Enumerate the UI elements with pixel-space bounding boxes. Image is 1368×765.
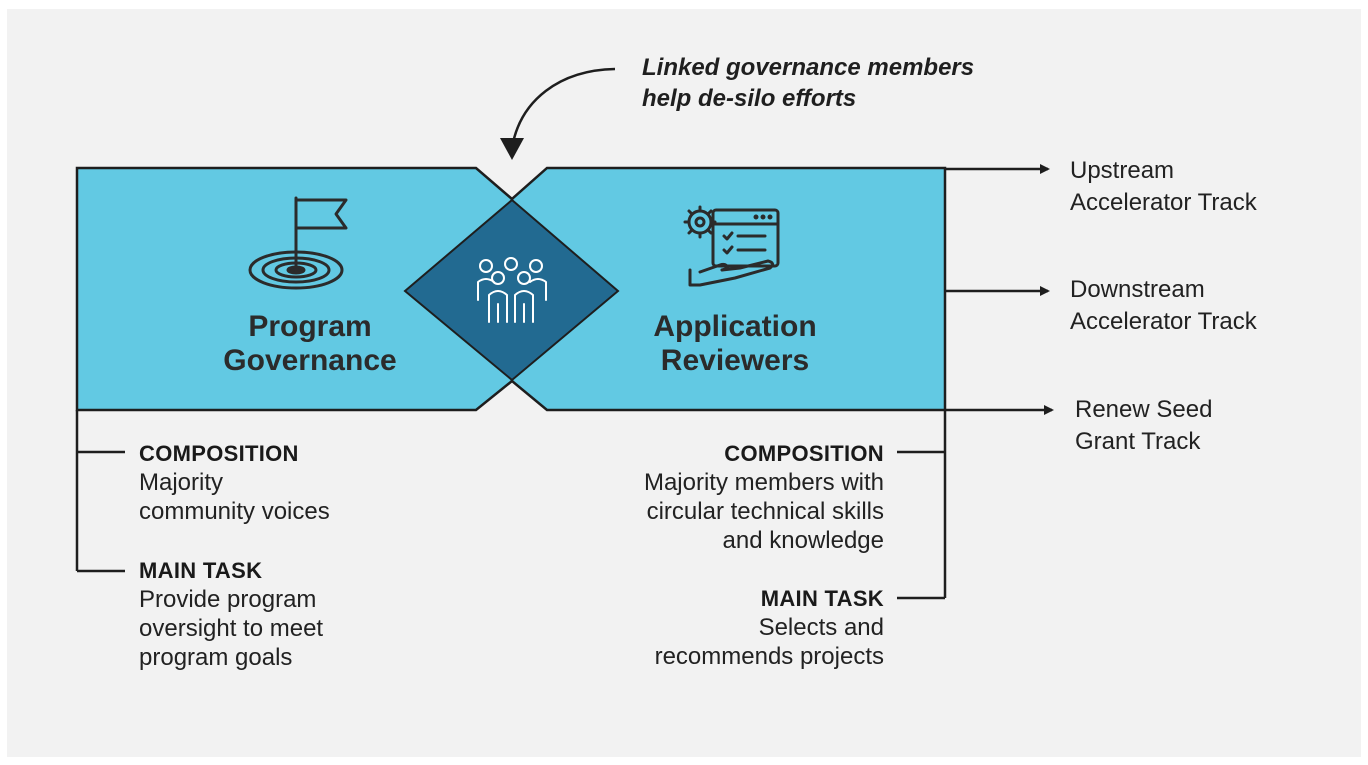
callout-arrow [510,67,616,149]
track-upstream-line-2: Accelerator Track [1070,189,1257,216]
program-governance-title-line-2: Governance [223,344,397,377]
left-task-line-1: Provide program [139,586,317,613]
track-downstream-line-2: Accelerator Track [1070,308,1257,335]
right-composition-line-3: and knowledge [722,527,884,554]
right-composition-line-2: circular technical skills [646,498,884,525]
right-composition-line-1: Majority members with [643,469,884,496]
left-composition: COMPOSITION Majority community voices [139,439,459,526]
settings-checklist-hand-icon [683,205,780,287]
right-bracket [897,410,947,600]
application-reviewers-title-line-1: Application [653,310,817,343]
program-governance-title-line-1: Program [248,310,372,343]
left-main-task: MAIN TASK Provide program oversight to m… [139,556,459,672]
people-group-icon [477,257,547,323]
callout-line-2: help de-silo efforts [642,85,857,112]
track-renew-seed: Renew Seed Grant Track [1075,394,1212,458]
left-bracket [75,410,125,573]
right-main-task: MAIN TASK Selects and recommends project… [524,584,884,671]
center-diamond [403,198,620,382]
track-renew-seed-line-2: Grant Track [1075,428,1201,455]
application-reviewers-title: Application Reviewers [600,310,870,378]
callout-line-1: Linked governance members [642,54,975,81]
track-upstream: Upstream Accelerator Track [1070,155,1257,219]
track-renew-seed-line-1: Renew Seed [1075,396,1213,423]
left-task-line-3: program goals [139,644,293,671]
callout-arrowhead [500,138,524,160]
target-flag-icon [248,196,348,290]
right-task-line-1: Selects and [758,614,884,641]
right-task-label: MAIN TASK [760,586,884,611]
callout-text: Linked governance members help de-silo e… [642,52,1062,114]
left-task-label: MAIN TASK [139,558,263,583]
left-task-line-2: oversight to meet [139,615,324,642]
left-composition-line-1: Majority [139,469,224,496]
track-downstream: Downstream Accelerator Track [1070,274,1257,338]
right-composition-label: COMPOSITION [724,441,884,466]
right-composition: COMPOSITION Majority members with circul… [524,439,884,555]
program-governance-title: Program Governance [180,310,440,378]
right-task-line-2: recommends projects [654,643,884,670]
left-composition-label: COMPOSITION [139,441,299,466]
track-upstream-line-1: Upstream [1070,157,1175,184]
application-reviewers-title-line-2: Reviewers [660,344,810,377]
left-composition-line-2: community voices [139,498,330,525]
track-downstream-line-1: Downstream [1070,276,1205,303]
